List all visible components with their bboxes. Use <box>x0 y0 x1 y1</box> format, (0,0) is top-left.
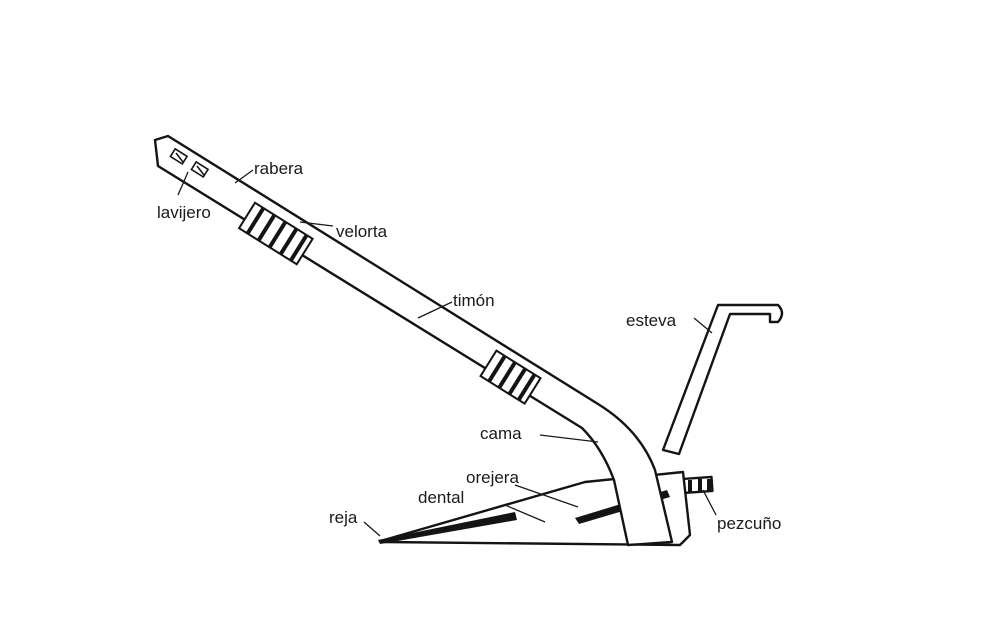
leader-velorta <box>299 221 334 227</box>
leader-dental <box>504 504 546 523</box>
label-pezcuno: pezcuño <box>717 514 781 533</box>
leader-timon <box>417 301 453 319</box>
label-orejera: orejera <box>466 468 519 487</box>
label-lavijero: lavijero <box>157 203 211 222</box>
leader-esteva <box>693 317 713 334</box>
label-velorta: velorta <box>336 222 388 241</box>
leader-reja <box>363 521 381 537</box>
velorta-binding <box>237 201 315 266</box>
label-rabera: rabera <box>254 159 304 178</box>
leader-rabera <box>234 169 254 184</box>
label-timon: timón <box>453 291 495 310</box>
leader-pezcuno <box>702 489 717 516</box>
leader-orejera <box>514 484 579 508</box>
esteva-handle <box>661 303 784 456</box>
reja-blade <box>378 512 517 544</box>
lavijero-holes <box>169 147 210 179</box>
pezcuno-piece <box>680 475 714 495</box>
leader-lavijero <box>177 171 189 196</box>
label-dental: dental <box>418 488 464 507</box>
label-reja: reja <box>329 508 358 527</box>
timon-binding <box>479 349 542 406</box>
label-esteva: esteva <box>626 311 677 330</box>
leader-lines <box>177 169 717 537</box>
labels: rabera lavijero velorta timón esteva cam… <box>157 159 781 533</box>
label-cama: cama <box>480 424 522 443</box>
leader-cama <box>539 434 599 443</box>
